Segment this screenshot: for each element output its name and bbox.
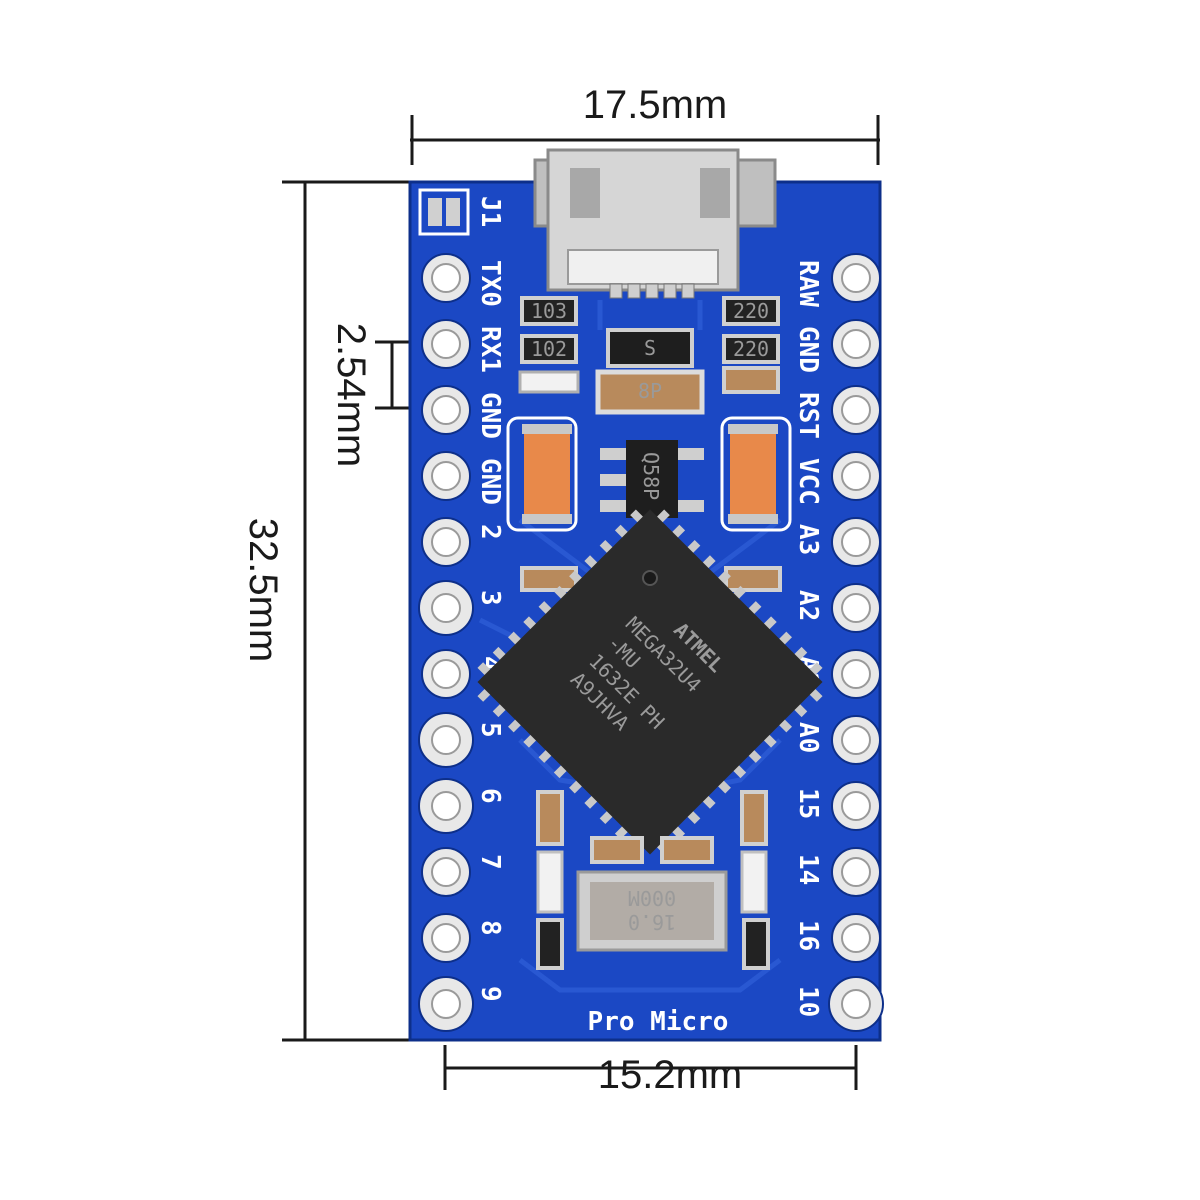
- right-pin-hole: [841, 989, 871, 1019]
- right-pin-hole: [841, 857, 871, 887]
- dimension-height: [282, 180, 410, 1042]
- resistor-r1: 103: [520, 296, 578, 326]
- resistor-bottom-right: [742, 918, 770, 970]
- atmega32u4-chip: ATMEL MEGA32U4 -MU 1632E PH A9JHVA: [477, 509, 823, 855]
- capacitor-mcu-left: [520, 566, 578, 592]
- svg-text:220: 220: [733, 299, 769, 323]
- usb-connector: [533, 148, 777, 299]
- right-pin-label: 14: [793, 854, 823, 885]
- left-pin-hole: [431, 461, 461, 491]
- resistor-bottom-left: [536, 918, 564, 970]
- right-pin-label: VCC: [793, 458, 823, 505]
- capacitor-crystal-left: [590, 836, 644, 864]
- svg-text:220: 220: [733, 337, 769, 361]
- right-pin-hole: [841, 791, 871, 821]
- right-pin-hole: [841, 659, 871, 689]
- height-label: 32.5mm: [241, 518, 285, 663]
- right-pin-hole: [841, 329, 871, 359]
- left-pin-hole: [431, 659, 461, 689]
- left-pin-label: 6: [475, 788, 505, 804]
- resistor-lower-right: [740, 790, 768, 846]
- left-pin-hole: [431, 923, 461, 953]
- svg-text:16.0: 16.0: [628, 910, 676, 934]
- diode: S: [606, 328, 694, 368]
- capacitor-small-right: [722, 366, 780, 394]
- tantalum-capacitor-right: [720, 416, 792, 532]
- left-pin-hole: [431, 329, 461, 359]
- svg-text:103: 103: [531, 299, 567, 323]
- led-rx: [536, 850, 564, 914]
- capacitor-mcu-right: [724, 566, 782, 592]
- board-name-label: Pro Micro: [588, 1007, 729, 1037]
- right-pin-label: RAW: [793, 260, 823, 307]
- right-pin-hole: [841, 395, 871, 425]
- left-pin-label: 9: [475, 986, 505, 1002]
- left-pin-label: 2: [475, 524, 505, 540]
- led-power: [740, 850, 768, 914]
- width-label: 17.5mm: [583, 83, 728, 127]
- svg-text:Q58P: Q58P: [639, 452, 663, 500]
- dimension-pin-span: [443, 1045, 858, 1090]
- right-pin-hole: [841, 461, 871, 491]
- jumper-j1: [418, 188, 470, 236]
- left-pin-hole: [431, 989, 461, 1019]
- right-pin-label: A3: [793, 524, 823, 555]
- left-pin-hole: [431, 593, 461, 623]
- crystal-oscillator: 16.0 000M: [576, 870, 728, 952]
- right-pin-label: RST: [793, 392, 823, 439]
- tantalum-capacitor-left: [506, 416, 578, 532]
- left-pin-hole: [431, 791, 461, 821]
- voltage-regulator-ic: Q58P: [600, 440, 704, 518]
- pitch-label: 2.54mm: [329, 323, 373, 468]
- left-pin-hole: [431, 395, 461, 425]
- right-pin-hole: [841, 593, 871, 623]
- capacitor-crystal-right: [660, 836, 714, 864]
- right-pin-label: 16: [793, 920, 823, 951]
- pin-span-label: 15.2mm: [598, 1053, 743, 1097]
- resistor-lower-left: [536, 790, 564, 846]
- left-pin-label: TX0: [475, 260, 505, 307]
- left-pin-hole: [431, 857, 461, 887]
- led-tx: [518, 370, 580, 394]
- svg-text:102: 102: [531, 337, 567, 361]
- right-pin-label: 15: [793, 788, 823, 819]
- left-pin-hole: [431, 527, 461, 557]
- svg-text:S: S: [644, 336, 656, 360]
- right-pin-label: A0: [793, 722, 823, 753]
- right-pin-hole: [841, 923, 871, 953]
- resistor-r3: 220: [722, 296, 780, 326]
- left-pin-label: GND: [475, 458, 505, 505]
- left-pin-label: 3: [475, 590, 505, 606]
- left-pin-label: 8: [475, 920, 505, 936]
- resistor-r4: 220: [722, 334, 780, 364]
- dimension-width: [410, 115, 880, 165]
- fuse: 8P: [595, 369, 705, 415]
- left-pin-label: 5: [475, 722, 505, 738]
- right-pin-hole: [841, 527, 871, 557]
- resistor-r2: 102: [520, 334, 578, 364]
- svg-text:8P: 8P: [638, 379, 662, 403]
- svg-text:000M: 000M: [628, 886, 676, 910]
- left-pin-hole: [431, 263, 461, 293]
- right-pin-label: A2: [793, 590, 823, 621]
- right-pin-label: GND: [793, 326, 823, 373]
- jumper-label: J1: [475, 196, 505, 227]
- right-pin-hole: [841, 263, 871, 293]
- left-pin-hole: [431, 725, 461, 755]
- left-pin-label: GND: [475, 392, 505, 439]
- left-pin-label: 7: [475, 854, 505, 870]
- left-pin-label: RX1: [475, 326, 505, 373]
- right-pin-label: 10: [793, 986, 823, 1017]
- right-pin-hole: [841, 725, 871, 755]
